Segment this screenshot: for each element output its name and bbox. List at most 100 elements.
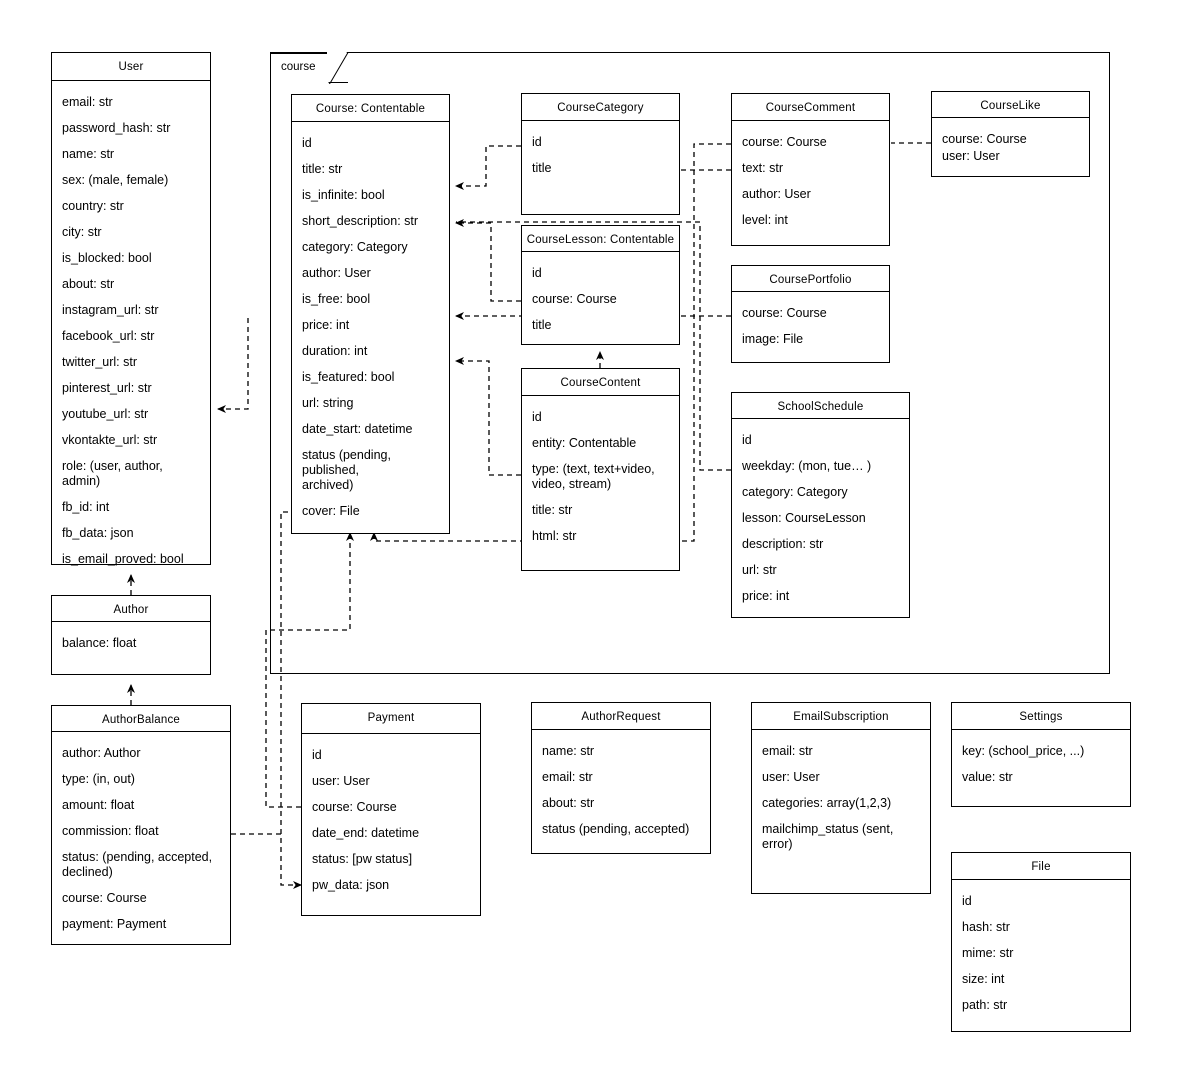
class-attribute: password_hash: str xyxy=(62,121,171,135)
class-attribute: name: str xyxy=(542,744,595,758)
class-title-course: Course: Contentable xyxy=(292,95,449,122)
class-attribute: date_end: datetime xyxy=(312,826,420,840)
class-attribute: fb_id: int xyxy=(62,500,110,514)
class-title-settings: Settings xyxy=(952,703,1130,730)
class-attribute: is_featured: bool xyxy=(302,370,395,384)
class-box-course-lesson[interactable]: CourseLesson: Contentable id course: Cours… xyxy=(521,225,680,345)
class-attribute: text: str xyxy=(742,161,783,175)
class-title-course-lesson: CourseLesson: Contentable xyxy=(522,226,679,252)
class-attribute: id xyxy=(532,266,542,280)
class-attribute: duration: int xyxy=(302,344,368,358)
class-attribute: amount: float xyxy=(62,798,135,812)
package-tab-course[interactable]: course xyxy=(270,53,330,82)
class-attribute: mime: str xyxy=(962,946,1014,960)
class-attribute: balance: float xyxy=(62,636,137,650)
class-attribute: lesson: CourseLesson xyxy=(742,511,866,525)
class-attribute: course: Course xyxy=(532,292,617,306)
class-attribute: image: File xyxy=(742,332,804,346)
class-box-course-content[interactable]: CourseContent id entity: Contentable type: … xyxy=(521,368,680,571)
class-title-author-request: AuthorRequest xyxy=(532,703,710,730)
class-attributes-author: balance: float xyxy=(52,622,210,661)
class-attribute: course: Course xyxy=(62,891,147,905)
class-title-course-like: CourseLike xyxy=(932,92,1089,118)
class-attribute: id xyxy=(742,433,752,447)
class-attribute: url: str xyxy=(742,563,777,577)
class-box-course-comment[interactable]: CourseComment course: Course text: str auth… xyxy=(731,93,890,246)
class-box-settings[interactable]: Settings key: (school_price, ...) value: s… xyxy=(951,702,1131,807)
class-attribute: id xyxy=(962,894,972,908)
class-attribute: title: str xyxy=(302,162,343,176)
class-attribute: instagram_url: str xyxy=(62,303,159,317)
class-attribute: status: [pw status] xyxy=(312,852,413,866)
class-attribute: weekday: (mon, tue… ) xyxy=(742,459,872,473)
class-attribute: key: (school_price, ...) xyxy=(962,744,1085,758)
class-title-course-category: CourseCategory xyxy=(522,94,679,121)
class-attribute: pinterest_url: str xyxy=(62,381,152,395)
class-attributes-settings: key: (school_price, ...) value: str xyxy=(952,730,1130,795)
edge-course-to-user xyxy=(217,318,249,413)
class-attribute: author: Author xyxy=(62,746,141,760)
class-attributes-school-schedule: id weekday: (mon, tue… ) category: Categor… xyxy=(732,419,909,614)
class-attribute: url: string xyxy=(302,396,354,410)
class-attribute: id xyxy=(532,135,542,149)
class-attribute: facebook_url: str xyxy=(62,329,155,343)
class-attribute: is_free: bool xyxy=(302,292,371,306)
class-attribute: status (pending, published, archived) xyxy=(302,448,391,492)
class-title-course-comment: CourseComment xyxy=(732,94,889,121)
class-attribute: pw_data: json xyxy=(312,878,390,892)
class-attribute: entity: Contentable xyxy=(532,436,637,450)
class-attribute: author: User xyxy=(742,187,811,201)
class-attribute: about: str xyxy=(62,277,115,291)
edge-authorbalance-to-payment xyxy=(231,833,302,889)
class-attribute: value: str xyxy=(962,770,1013,784)
class-attribute: is_blocked: bool xyxy=(62,251,152,265)
class-attribute: fb_data: json xyxy=(62,526,134,540)
class-attribute: categories: array(1,2,3) xyxy=(762,796,892,810)
class-attribute: category: Category xyxy=(742,485,848,499)
class-attribute: role: (user, author, admin) xyxy=(62,459,163,488)
package-tab-diagonal-icon xyxy=(327,52,349,83)
class-attribute: type: (text, text+video, video, stream) xyxy=(532,462,655,491)
package-tab-label: course xyxy=(281,61,316,74)
class-attribute: author: User xyxy=(302,266,371,280)
class-attribute: course: Course xyxy=(742,135,827,149)
package-course-frame xyxy=(270,52,1110,674)
class-attribute: email: str xyxy=(62,95,113,109)
class-attribute: level: int xyxy=(742,213,788,227)
class-attribute: id xyxy=(532,410,542,424)
class-attribute: is_infinite: bool xyxy=(302,188,385,202)
class-title-course-content: CourseContent xyxy=(522,369,679,396)
class-attribute: course: Course xyxy=(312,800,397,814)
class-box-author[interactable]: Author balance: float xyxy=(51,595,211,675)
class-title-author-balance: AuthorBalance xyxy=(52,706,230,732)
class-attribute: mailchimp_status (sent, error) xyxy=(762,822,894,851)
class-attribute: short_description: str xyxy=(302,214,419,228)
class-title-course-portfolio: CoursePortfolio xyxy=(732,266,889,292)
class-attribute: country: str xyxy=(62,199,124,213)
class-title-author: Author xyxy=(52,596,210,622)
class-attribute: name: str xyxy=(62,147,115,161)
class-attribute: email: str xyxy=(542,770,593,784)
